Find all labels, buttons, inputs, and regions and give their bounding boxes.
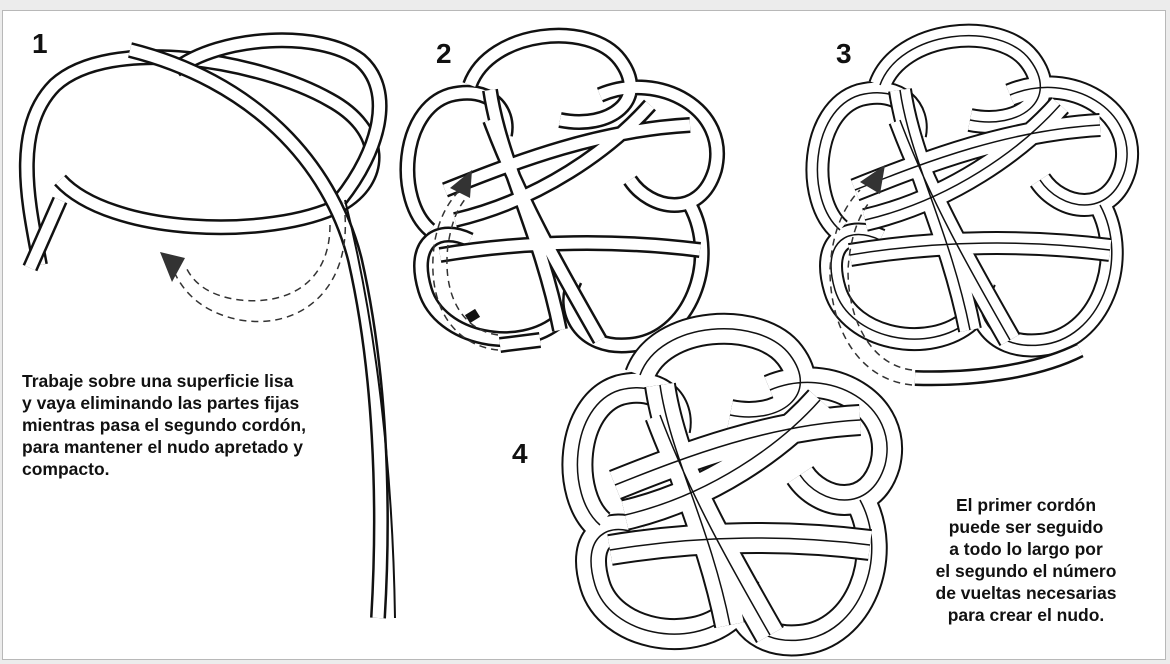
step-3-figure — [817, 36, 1127, 385]
step-3-number: 3 — [836, 38, 852, 70]
caption-right: El primer cordón puede ser seguido a tod… — [906, 494, 1146, 626]
caption-right-line: El primer cordón — [906, 494, 1146, 516]
caption-left-line: Trabaje sobre una superficie lisa — [22, 370, 306, 392]
caption-right-line: puede ser seguido — [906, 516, 1146, 538]
step-1-loop — [27, 57, 373, 265]
step-4-number: 4 — [512, 438, 528, 470]
caption-right-line: a todo lo largo por — [906, 538, 1146, 560]
caption-left: Trabaje sobre una superficie lisa y vaya… — [22, 370, 306, 480]
caption-left-line: mientras pasa el segundo cordón, — [22, 414, 306, 436]
caption-right-line: de vueltas necesarias — [906, 582, 1146, 604]
step-1-arrow — [160, 252, 185, 282]
step-1-number: 1 — [32, 28, 48, 60]
caption-right-line: para crear el nudo. — [906, 604, 1146, 626]
caption-left-line: y vaya eliminando las partes fijas — [22, 392, 306, 414]
step-4-figure — [577, 329, 887, 641]
step-2-number: 2 — [436, 38, 452, 70]
caption-left-line: para mantener el nudo apretado y — [22, 436, 306, 458]
caption-right-line: el segundo el número — [906, 560, 1146, 582]
caption-left-line: compacto. — [22, 458, 306, 480]
step-1-figure — [27, 40, 395, 618]
step-2-figure — [407, 36, 717, 350]
step-1-tail — [130, 50, 381, 618]
